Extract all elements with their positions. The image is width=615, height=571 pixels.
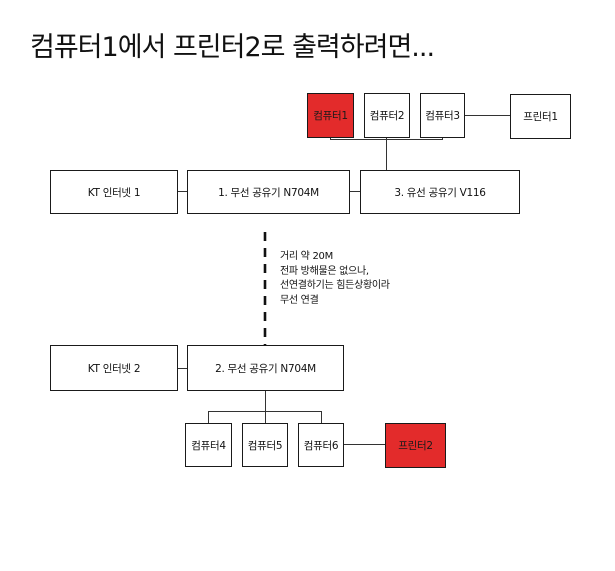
wire-router1-to-wired-router bbox=[350, 191, 361, 193]
printer1-node: 프린터1 bbox=[510, 94, 571, 139]
wire-computer6-drop bbox=[321, 411, 323, 424]
computer6-node: 컴퓨터6 bbox=[298, 423, 344, 467]
wire-computer6-to-printer2 bbox=[344, 444, 386, 446]
wire-isp2-to-router2 bbox=[177, 368, 188, 370]
note-line: 무선 연결 bbox=[280, 294, 319, 306]
computer1-node: 컴퓨터1 bbox=[307, 93, 354, 138]
note-line: 거리 약 20M bbox=[280, 251, 333, 262]
wire-bus-to-wired-router bbox=[386, 139, 388, 171]
wireless-router1-node: 1. 무선 공유기 N704M bbox=[187, 170, 350, 214]
isp1-node: KT 인터넷 1 bbox=[50, 170, 178, 214]
page-title: 컴퓨터1에서 프린터2로 출력하려면... bbox=[30, 32, 435, 63]
computer4-node: 컴퓨터4 bbox=[185, 423, 232, 467]
wire-router2-drop bbox=[265, 391, 267, 411]
wired-router-node: 3. 유선 공유기 V116 bbox=[360, 170, 520, 214]
isp2-node: KT 인터넷 2 bbox=[50, 345, 178, 391]
wire-isp1-to-router1 bbox=[177, 191, 188, 193]
wire-computer3-to-printer1 bbox=[464, 115, 511, 117]
note-line: 선연결하기는 힘든상황이라 bbox=[280, 280, 390, 291]
wireless-router2-node: 2. 무선 공유기 N704M bbox=[187, 345, 344, 391]
computer2-node: 컴퓨터2 bbox=[364, 93, 410, 138]
wireless-link-note: 거리 약 20M 전파 방해물은 없으나, 선연결하기는 힘든상황이라 무선 연… bbox=[280, 250, 390, 308]
computer3-node: 컴퓨터3 bbox=[420, 93, 465, 138]
computer5-node: 컴퓨터5 bbox=[242, 423, 288, 467]
note-line: 전파 방해물은 없으나, bbox=[280, 265, 369, 277]
wire-computer5-drop bbox=[265, 411, 267, 424]
wire-computer4-drop bbox=[208, 411, 210, 424]
printer2-node: 프린터2 bbox=[385, 423, 446, 468]
